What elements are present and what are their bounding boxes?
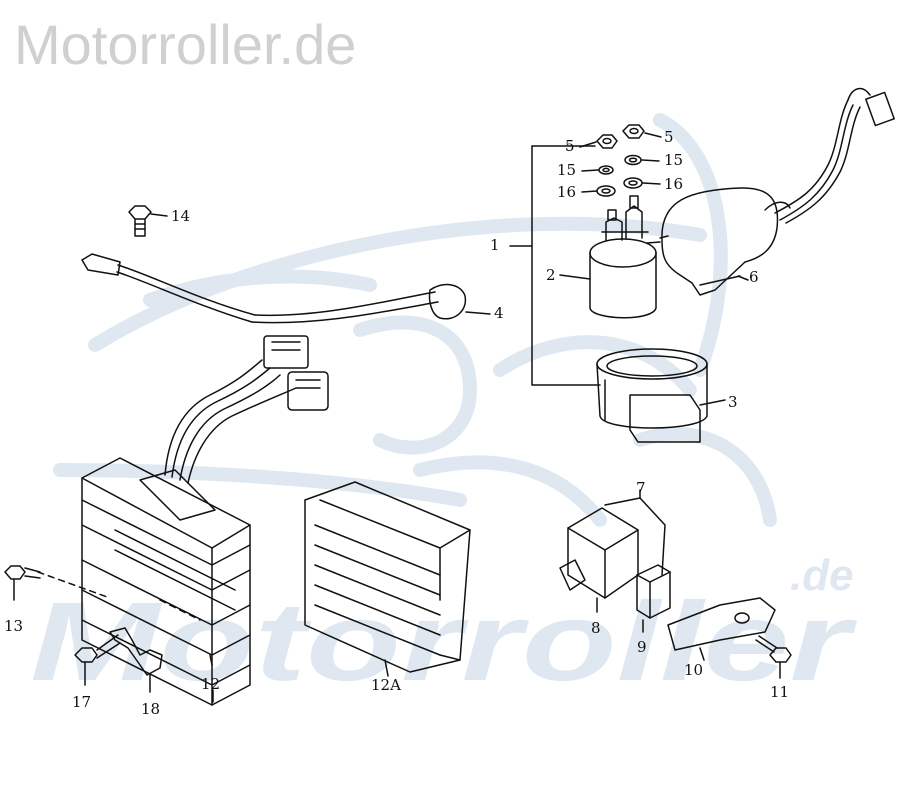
nut-part-5-left [579, 134, 618, 149]
callout-12: 12 [201, 675, 221, 693]
callout-5-right: 5 [664, 128, 674, 146]
callout-5-left: 5 [565, 137, 575, 155]
lock-washer-part-16-right [623, 177, 661, 189]
callout-16-right: 16 [664, 175, 684, 193]
callout-14: 14 [171, 207, 191, 225]
terminal-part-18 [109, 627, 163, 693]
group-bracket-7 [604, 489, 666, 576]
group-bracket-1 [509, 145, 601, 386]
callout-13: 13 [4, 617, 24, 635]
regulator-rectifier-part-12a [304, 481, 471, 677]
clip-part-9 [636, 564, 671, 633]
relay-holder-part-3 [596, 348, 726, 443]
starter-relay-part-2 [559, 195, 661, 319]
screw-part-13 [4, 565, 41, 601]
washer-part-15-left [581, 165, 614, 175]
washer-part-15-right [624, 154, 660, 166]
relay-wire-harness [774, 87, 895, 224]
regulator-wire-harness [164, 335, 329, 484]
bracket-part-10 [667, 597, 776, 661]
watermark-tld: .de [790, 551, 854, 600]
callout-9: 9 [637, 638, 647, 656]
callout-16-left: 16 [557, 183, 577, 201]
screw-part-11 [755, 635, 792, 679]
screw-part-14 [128, 205, 168, 237]
site-title: Motorroller.de [14, 13, 357, 76]
screw-part-17 [74, 634, 121, 686]
callout-10: 10 [684, 661, 704, 679]
callout-2: 2 [546, 266, 556, 284]
lock-washer-part-16-left [581, 185, 616, 197]
callout-18: 18 [141, 700, 161, 718]
callout-17: 17 [72, 693, 92, 711]
callout-15-right: 15 [664, 151, 684, 169]
callout-3: 3 [728, 393, 738, 411]
callout-8: 8 [591, 619, 601, 637]
nut-part-5-right [622, 124, 662, 139]
callout-11: 11 [770, 683, 790, 701]
watermark-brand: Motorroller [30, 579, 857, 704]
regulator-rectifier-part-12 [37, 457, 251, 706]
callout-6: 6 [749, 268, 759, 286]
callout-15-left: 15 [557, 161, 577, 179]
watermark: .de Motorroller [30, 113, 857, 704]
callout-4: 4 [494, 304, 504, 322]
callout-1: 1 [490, 236, 500, 254]
callout-7: 7 [636, 479, 646, 497]
cable-part-4 [81, 253, 491, 324]
watermark-scooter-logo [53, 113, 777, 527]
callout-12a: 12A [371, 676, 401, 694]
